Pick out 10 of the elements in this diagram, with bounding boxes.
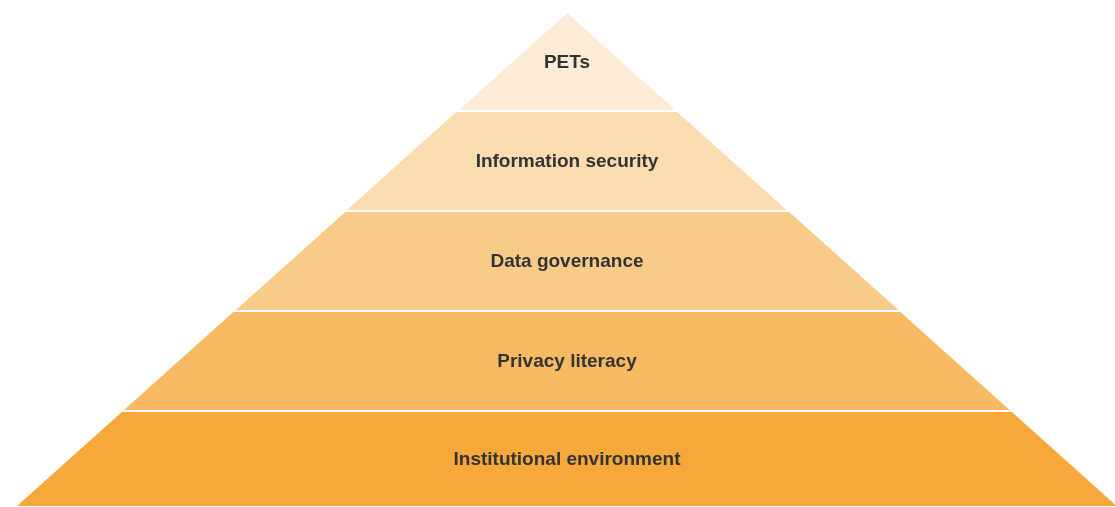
pyramid-tier [458, 13, 676, 110]
tier-label: Institutional environment [452, 448, 682, 470]
tier-label: Data governance [489, 250, 645, 272]
tier-label: Information security [474, 150, 660, 172]
tier-label: PETs [542, 50, 592, 73]
pyramid-tier [347, 112, 787, 210]
tier-label: Privacy literacy [496, 350, 638, 372]
pyramid-tier [124, 312, 1010, 410]
pyramid-tier [235, 212, 899, 310]
pyramid-tier [17, 412, 1115, 506]
